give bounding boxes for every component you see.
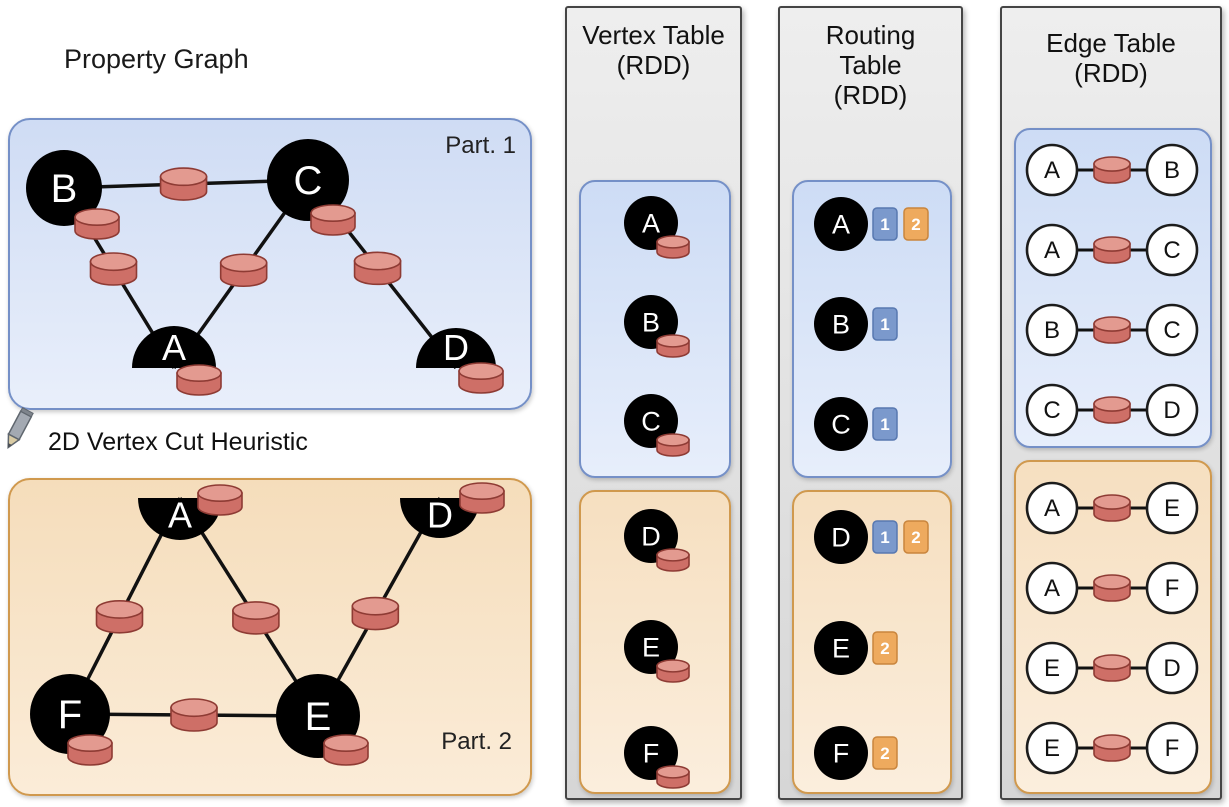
vertex-table-partition-1-group bbox=[579, 180, 731, 478]
partition-1-box bbox=[8, 118, 532, 410]
vertex-table-title-line1: Vertex Table bbox=[582, 20, 725, 50]
vertex-cut-heuristic-label: 2D Vertex Cut Heuristic bbox=[48, 428, 308, 456]
edge-table-partition-1-group bbox=[1014, 128, 1212, 448]
edge-table-partition-2-group bbox=[1014, 460, 1212, 794]
routing-table-partition-2-group bbox=[792, 490, 952, 794]
routing-table-partition-1-group bbox=[792, 180, 952, 478]
routing-table-title: Routing Table (RDD) bbox=[780, 20, 961, 110]
routing-table-title-line2: Table bbox=[839, 50, 902, 80]
vertex-table-panel: Vertex Table (RDD) bbox=[565, 6, 742, 800]
edge-table-panel: Edge Table (RDD) bbox=[1000, 6, 1222, 800]
vertex-table-partition-2-group bbox=[579, 490, 731, 794]
edge-table-title-line2: (RDD) bbox=[1074, 58, 1148, 88]
edge-table-title: Edge Table (RDD) bbox=[1002, 28, 1220, 88]
pencil-icon bbox=[7, 406, 34, 450]
vertex-table-title-line2: (RDD) bbox=[616, 50, 691, 80]
vertex-table-title: Vertex Table (RDD) bbox=[567, 20, 740, 80]
partition-2-label: Part. 2 bbox=[441, 728, 512, 755]
routing-table-title-line1: Routing bbox=[825, 20, 916, 50]
partition-1-label: Part. 1 bbox=[445, 132, 516, 159]
property-graph-title: Property Graph bbox=[64, 44, 249, 74]
routing-table-panel: Routing Table (RDD) bbox=[778, 6, 963, 800]
edge-table-title-line1: Edge Table bbox=[1046, 28, 1176, 58]
routing-table-title-line3: (RDD) bbox=[833, 80, 908, 110]
